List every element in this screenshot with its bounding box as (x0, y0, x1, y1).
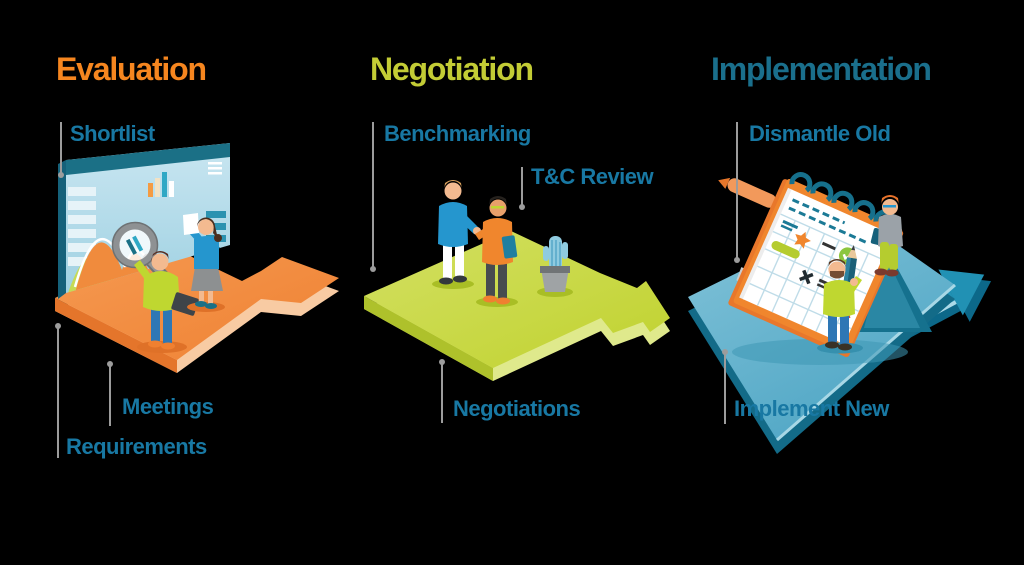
screen-header-bar (66, 143, 230, 175)
label-shortlist: Shortlist (70, 121, 155, 146)
label-meetings: Meetings (122, 394, 214, 419)
negotiation-illustration (364, 180, 670, 381)
person-sitting-laptop (870, 195, 903, 277)
connector-line-meetings (107, 361, 113, 426)
marker-pen (718, 177, 777, 208)
calendar (728, 172, 904, 357)
person-orange-sweater (475, 196, 518, 307)
label-benchmarking: Benchmarking (384, 121, 531, 146)
calendar-stand (850, 236, 932, 332)
star-icon (794, 231, 811, 249)
bar-chart (148, 172, 174, 197)
cactus-plant (537, 236, 573, 297)
label-implement-new: Implement New (734, 396, 889, 421)
connector-line-requirements (55, 323, 61, 458)
menu-icon (208, 162, 222, 175)
glasses-icon (883, 205, 896, 208)
phase-title-implementation: Implementation (711, 51, 932, 87)
person-woman-paper (183, 213, 225, 312)
connector-line-benchmarking (370, 122, 376, 272)
person-standing-pencil (817, 245, 863, 354)
evaluation-illustration (55, 143, 339, 373)
label-dismantle-old: Dismantle Old (749, 121, 891, 146)
phase-title-evaluation: Evaluation (56, 51, 207, 87)
connector-line-negotiations (439, 359, 445, 423)
connector-line-dismantle-old (734, 122, 740, 263)
person-man-briefcase (134, 251, 199, 353)
phase-title-negotiation: Negotiation (370, 51, 534, 87)
x-mark-icon (799, 269, 814, 285)
glasses-icon (491, 206, 504, 209)
implementation-illustration (688, 172, 992, 454)
connector-line-implement-new (722, 349, 728, 424)
label-negotiations: Negotiations (453, 396, 581, 421)
calendar-shadow (732, 339, 908, 365)
label-requirements: Requirements (66, 434, 207, 459)
person-teal-shirt (432, 180, 481, 289)
label-tc-review: T&C Review (531, 164, 654, 189)
negotiation-platform-arrow (364, 231, 670, 381)
calendar-header-lines (788, 198, 869, 245)
sidebar-list (68, 187, 96, 266)
connector-line-shortlist (58, 122, 64, 178)
connector-line-tc-review (519, 167, 525, 210)
